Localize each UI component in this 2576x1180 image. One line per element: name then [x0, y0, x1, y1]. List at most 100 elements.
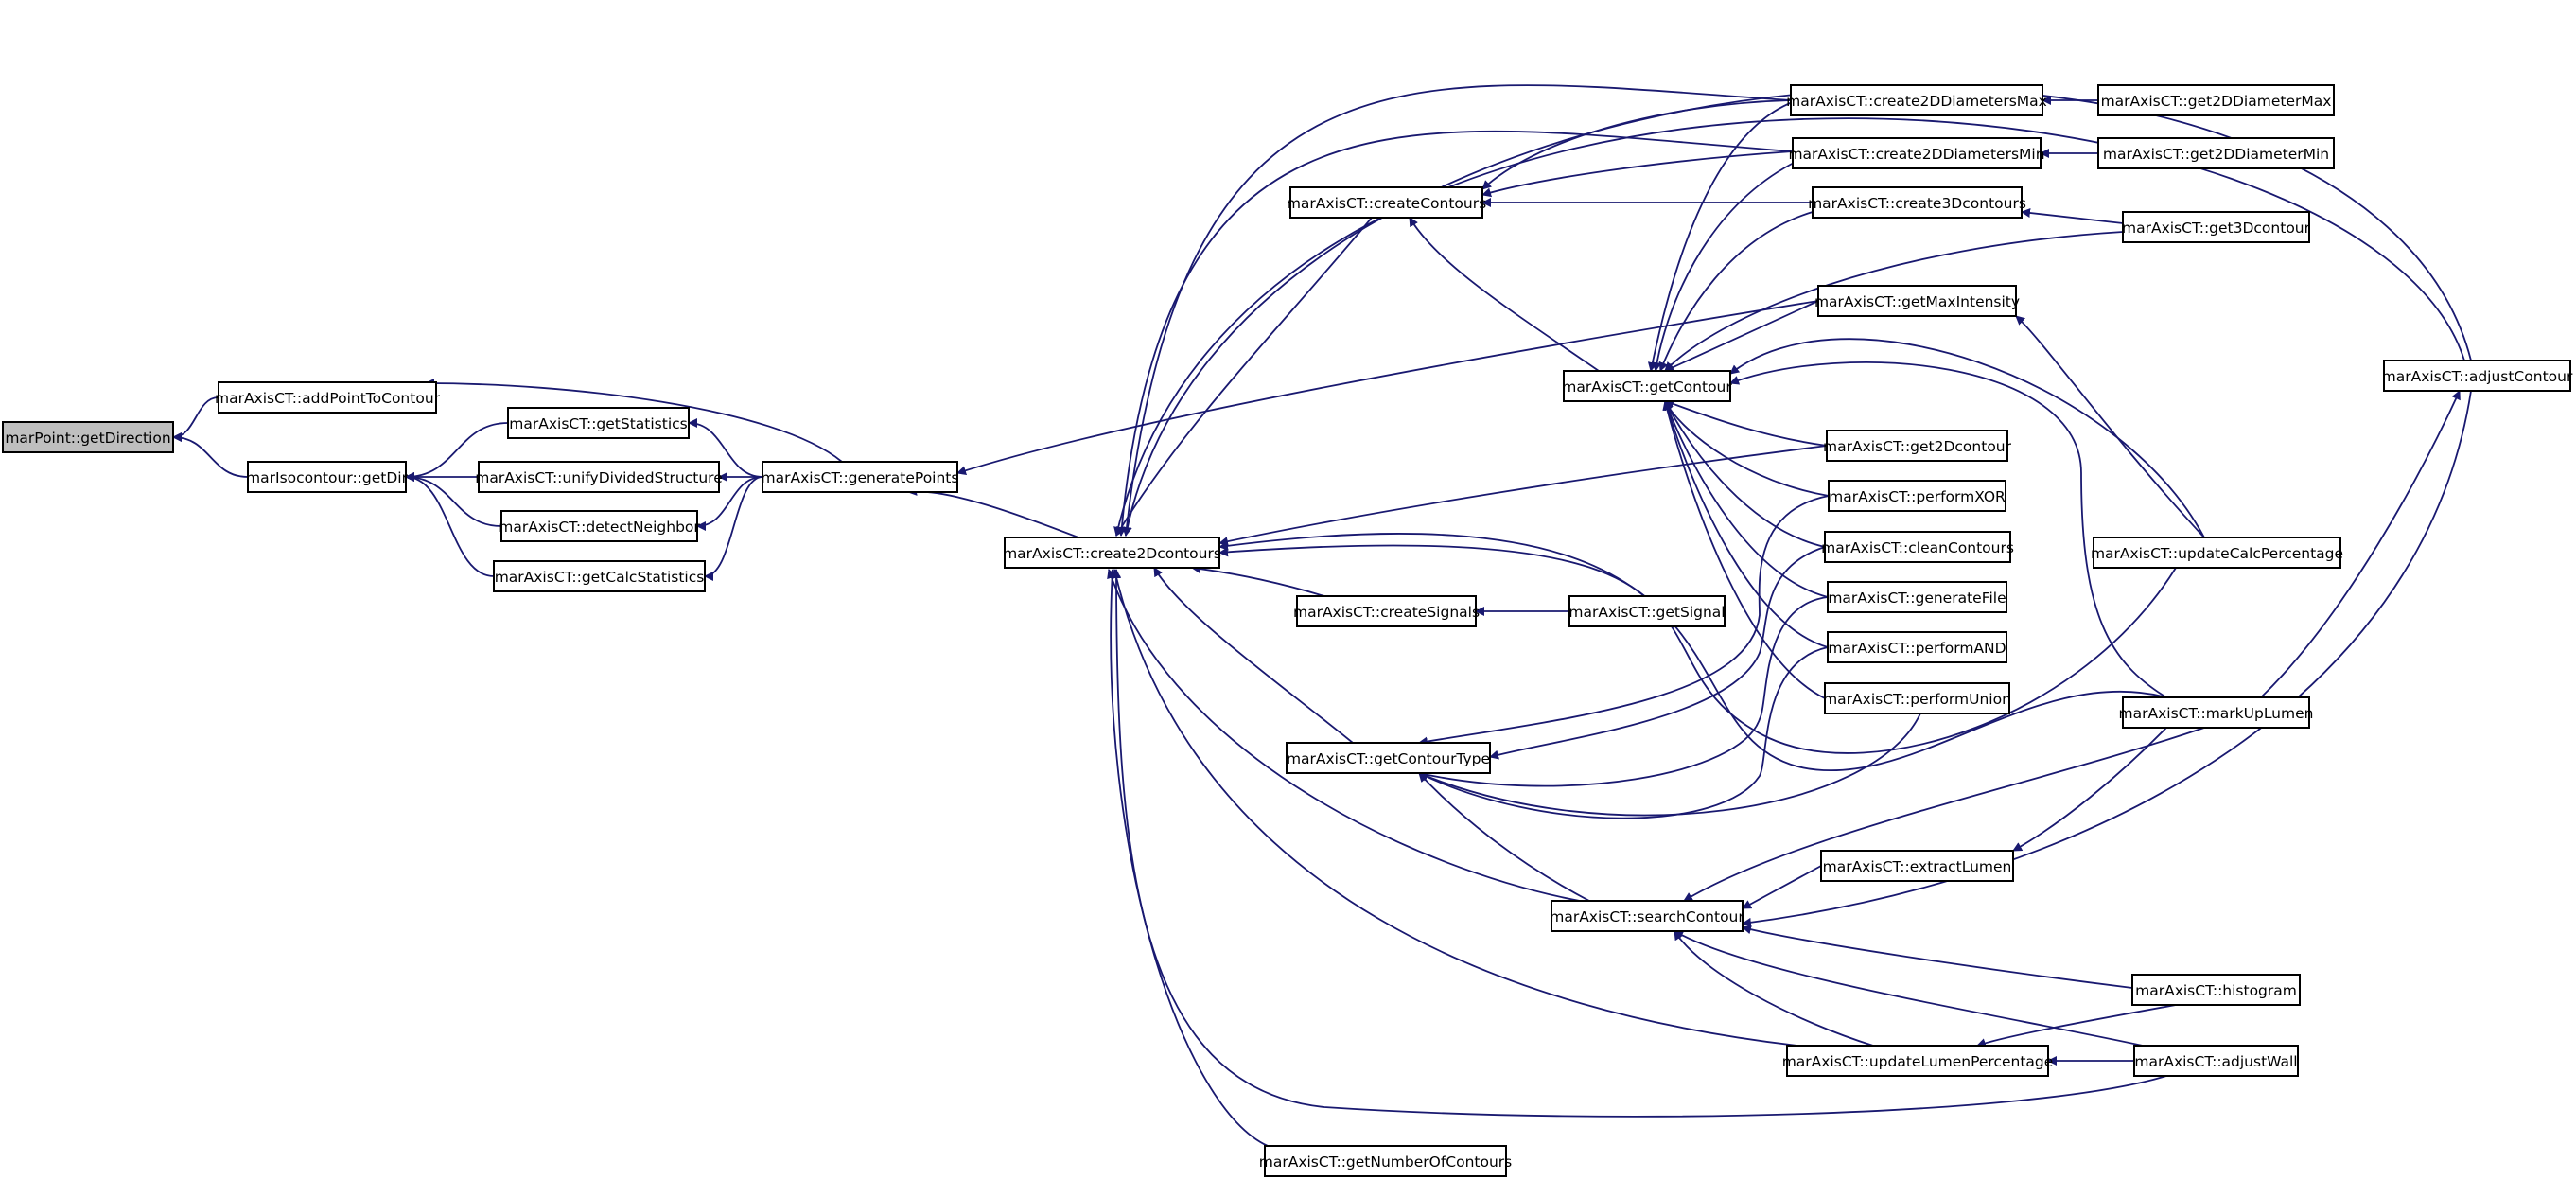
edge-generatePoints-to-addPointToContour: [425, 379, 843, 463]
edge-get2Dcontour-to-create2Dcontours: [1218, 445, 1828, 547]
node-updateLumenPercentage[interactable]: marAxisCT::updateLumenPercentage: [1782, 1045, 2054, 1077]
node-getDirection[interactable]: marPoint::getDirection: [2, 421, 174, 453]
node-create2DDiametersMin[interactable]: marAxisCT::create2DDiametersMin: [1788, 137, 2045, 169]
node-box[interactable]: [1828, 480, 2006, 512]
node-getNumberOfContours[interactable]: marAxisCT::getNumberOfContours: [1259, 1145, 1513, 1177]
node-create3Dcontours[interactable]: marAxisCT::create3Dcontours: [1808, 186, 2026, 219]
node-label: marAxisCT::generatePoints: [762, 469, 959, 486]
node-box[interactable]: [2122, 696, 2310, 729]
node-box[interactable]: [1264, 1145, 1507, 1177]
node-box[interactable]: [1817, 285, 2017, 317]
node-generatePoints[interactable]: marAxisCT::generatePoints: [762, 461, 959, 493]
node-box[interactable]: [2122, 211, 2310, 243]
node-box[interactable]: [1563, 370, 1731, 402]
node-box[interactable]: [478, 461, 720, 493]
node-box[interactable]: [1826, 430, 2008, 462]
node-box[interactable]: [2, 421, 174, 453]
node-getStatistics[interactable]: marAxisCT::getStatistics: [507, 407, 690, 439]
node-box[interactable]: [1786, 1045, 2049, 1077]
edge-cleanContours-to-getContour: [1664, 400, 1826, 548]
node-box[interactable]: [1286, 742, 1491, 774]
node-getCalcStatistics[interactable]: marAxisCT::getCalcStatistics: [493, 560, 706, 592]
edge-create2DDiametersMin-to-create2Dcontours: [1116, 130, 1794, 537]
node-box[interactable]: [2131, 974, 2301, 1006]
node-extractLumen[interactable]: marAxisCT::extractLumen: [1820, 850, 2014, 882]
node-searchContour[interactable]: marAxisCT::searchContour: [1550, 900, 1744, 932]
node-box[interactable]: [507, 407, 690, 439]
edge-generateFile-to-getContourType: [1418, 596, 1829, 787]
edge-createContours-to-create2Dcontours: [1115, 217, 1373, 537]
node-generateFile[interactable]: marAxisCT::generateFile: [1827, 581, 2007, 613]
node-get2Dcontour[interactable]: marAxisCT::get2Dcontour: [1823, 430, 2012, 462]
edge-performAND-to-getContour: [1662, 400, 1829, 648]
node-get2DDiameterMin[interactable]: marAxisCT::get2DDiameterMin: [2097, 137, 2335, 169]
node-box[interactable]: [1004, 537, 1220, 569]
node-box[interactable]: [2383, 360, 2571, 392]
node-box[interactable]: [247, 461, 407, 493]
node-getDir[interactable]: marIsocontour::getDir: [246, 461, 409, 493]
node-getContour[interactable]: marAxisCT::getContour: [1562, 370, 1732, 402]
edge-markUpLumen-to-getContour: [1729, 361, 2167, 698]
node-updateCalcPercentage[interactable]: marAxisCT::updateCalcPercentage: [2091, 537, 2343, 569]
node-label: marAxisCT::get3Dcontour: [2122, 220, 2311, 237]
node-performUnion[interactable]: marAxisCT::performUnion: [1823, 682, 2011, 714]
node-box[interactable]: [2133, 1045, 2299, 1077]
edge-histogram-to-updateLumenPercentage: [1976, 1004, 2177, 1048]
edge-create2Dcontours-to-generatePoints: [907, 485, 1079, 538]
node-addPointToContour[interactable]: marAxisCT::addPointToContour: [215, 381, 441, 414]
node-adjustContour[interactable]: marAxisCT::adjustContour: [2382, 360, 2573, 392]
node-box[interactable]: [1827, 581, 2007, 613]
node-box[interactable]: [2097, 137, 2335, 169]
node-label: marAxisCT::create2DDiametersMin: [1788, 146, 2044, 163]
node-label: marPoint::getDirection: [5, 430, 170, 447]
node-getSignal[interactable]: marAxisCT::getSignal: [1568, 595, 1726, 627]
node-getMaxIntensity[interactable]: marAxisCT::getMaxIntensity: [1814, 285, 2020, 317]
node-label: marAxisCT::create2DDiametersMax: [1786, 93, 2047, 110]
node-get3Dcontour[interactable]: marAxisCT::get3Dcontour: [2122, 211, 2311, 243]
node-box[interactable]: [1812, 186, 2023, 219]
node-box[interactable]: [500, 510, 698, 542]
node-get2DDiameterMax[interactable]: marAxisCT::get2DDiameterMax: [2097, 84, 2335, 116]
node-box[interactable]: [1289, 186, 1483, 219]
node-create2Dcontours[interactable]: marAxisCT::create2Dcontours: [1003, 537, 1221, 569]
edge-create2DDiametersMax-to-getContour: [1647, 99, 1798, 372]
edge-cleanContours-to-getContourType: [1489, 546, 1826, 760]
node-label: marAxisCT::histogram: [2135, 982, 2297, 999]
node-label: marAxisCT::getContourType: [1287, 750, 1490, 767]
node-box[interactable]: [1296, 595, 1477, 627]
node-box[interactable]: [1551, 900, 1744, 932]
edge-create2DDiametersMax-to-createContours: [1481, 99, 1792, 190]
node-label: marAxisCT::getSignal: [1568, 604, 1725, 621]
node-createContours[interactable]: marAxisCT::createContours: [1287, 186, 1486, 219]
edge-generatePoints-to-detectNeighbor: [696, 476, 763, 531]
node-detectNeighbor[interactable]: marAxisCT::detectNeighbor: [499, 510, 700, 542]
node-box[interactable]: [2097, 84, 2335, 116]
edge-getContour-to-createContours: [1409, 217, 1600, 372]
edge-performUnion-to-getContour: [1662, 400, 1826, 699]
node-performXOR[interactable]: marAxisCT::performXOR: [1828, 480, 2006, 512]
node-cleanContours[interactable]: marAxisCT::cleanContours: [1821, 531, 2014, 563]
node-box[interactable]: [1824, 682, 2010, 714]
node-box[interactable]: [493, 560, 706, 592]
node-histogram[interactable]: marAxisCT::histogram: [2131, 974, 2301, 1006]
node-performAND[interactable]: marAxisCT::performAND: [1827, 631, 2007, 663]
node-getContourType[interactable]: marAxisCT::getContourType: [1286, 742, 1491, 774]
node-box[interactable]: [1790, 84, 2043, 116]
node-box[interactable]: [762, 461, 958, 493]
node-label: marAxisCT::get2DDiameterMin: [2103, 146, 2329, 163]
node-box[interactable]: [1820, 850, 2014, 882]
node-box[interactable]: [2093, 537, 2341, 569]
edge-adjustWall-to-searchContour: [1674, 930, 2144, 1047]
node-adjustWall[interactable]: marAxisCT::adjustWall: [2133, 1045, 2299, 1077]
node-box[interactable]: [1568, 595, 1726, 627]
node-box[interactable]: [218, 381, 437, 414]
node-create2DDiametersMax[interactable]: marAxisCT::create2DDiametersMax: [1786, 84, 2047, 116]
node-box[interactable]: [1824, 531, 2011, 563]
node-markUpLumen[interactable]: marAxisCT::markUpLumen: [2119, 696, 2314, 729]
node-unifyDividedStructure[interactable]: marAxisCT::unifyDividedStructure: [475, 461, 723, 493]
node-label: marAxisCT::adjustWall: [2134, 1053, 2297, 1070]
node-createSignals[interactable]: marAxisCT::createSignals: [1293, 595, 1480, 627]
node-box[interactable]: [1827, 631, 2007, 663]
edge-performXOR-to-getContour: [1664, 400, 1830, 497]
node-box[interactable]: [1792, 137, 2042, 169]
